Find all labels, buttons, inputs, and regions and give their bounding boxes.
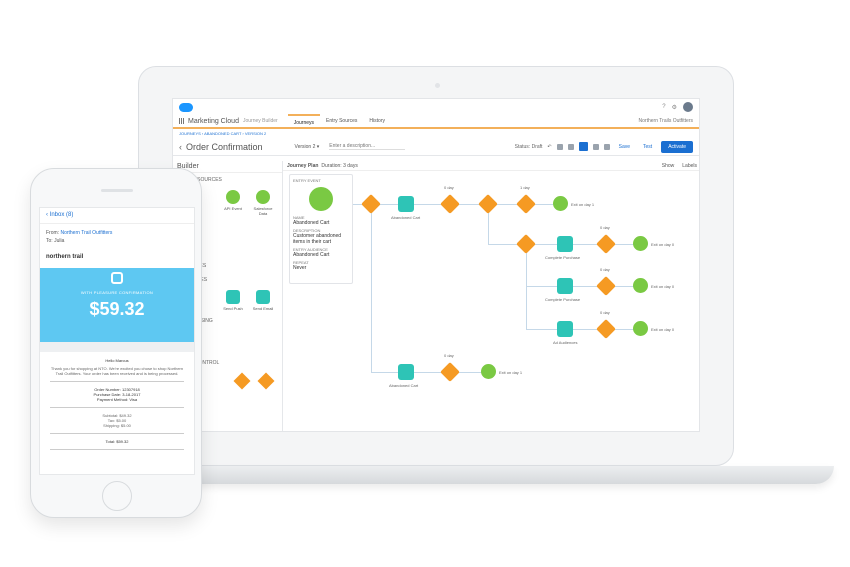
exit-node[interactable] xyxy=(633,278,648,293)
help-icon[interactable]: ? xyxy=(662,104,666,110)
activate-button[interactable]: Activate xyxy=(661,140,693,153)
entry-source-salesforce-data[interactable]: Salesforce Data xyxy=(252,190,274,216)
connector xyxy=(526,329,648,330)
breadcrumb[interactable]: JOURNEYS › ABANDONED CART › VERSION 2 xyxy=(179,131,267,136)
app-section[interactable]: Journey Builder xyxy=(242,118,278,124)
connector xyxy=(371,204,372,372)
settings-icon[interactable]: ⚙ xyxy=(671,104,677,111)
journey-toolbar: ‹ Order Confirmation Version 2 ▾ Status:… xyxy=(173,138,699,156)
wait-node[interactable] xyxy=(516,194,536,214)
connector xyxy=(526,286,648,287)
email-preview: ‹ Inbox (8) From: Northern Trail Outfitt… xyxy=(39,207,195,475)
entry-source-api-event[interactable]: API Event xyxy=(222,190,244,216)
activity-send-email[interactable]: Send Email xyxy=(252,290,274,311)
wait-node[interactable] xyxy=(440,362,460,382)
order-amount: $59.32 xyxy=(89,299,145,319)
connector xyxy=(488,204,489,244)
global-header: ? ⚙ xyxy=(173,99,699,115)
back-icon[interactable]: ‹ xyxy=(179,141,182,152)
version-dropdown[interactable]: Version 2 ▾ xyxy=(294,143,320,150)
salesforce-icon xyxy=(256,190,270,204)
save-button[interactable]: Save xyxy=(618,143,631,150)
goal-icon[interactable] xyxy=(592,143,599,150)
ad-audiences-node[interactable] xyxy=(557,321,573,337)
exit-node[interactable] xyxy=(553,196,568,211)
exit-node[interactable] xyxy=(633,236,648,251)
camera xyxy=(435,83,440,88)
app-name: Marketing Cloud xyxy=(188,117,239,125)
test-button[interactable]: Test xyxy=(643,143,653,150)
email-icon xyxy=(256,290,270,304)
status-label: Status: Draft xyxy=(514,143,543,150)
undo-icon[interactable]: ↶ xyxy=(547,143,552,150)
journey-builder-screen: ? ⚙ Marketing Cloud Journey Builder Jour… xyxy=(172,98,700,432)
tab-entry-sources[interactable]: Entry Sources xyxy=(326,118,358,124)
copy-icon[interactable] xyxy=(556,143,563,150)
tab-history[interactable]: History xyxy=(369,118,385,124)
tab-journeys[interactable]: Journeys xyxy=(287,114,321,128)
page-title: Order Confirmation xyxy=(186,141,263,152)
api-icon xyxy=(226,190,240,204)
zoom-control[interactable]: Show xyxy=(661,162,675,169)
home-button[interactable] xyxy=(102,481,132,511)
app-launcher-icon[interactable] xyxy=(179,118,185,124)
activity-send-push[interactable]: Send Push xyxy=(222,290,244,311)
email-node[interactable] xyxy=(398,196,414,212)
journey-canvas: Journey Plan Duration: 3 days Show Label… xyxy=(283,161,699,431)
labels-toggle[interactable]: Labels xyxy=(682,162,697,169)
decision-split-node[interactable] xyxy=(516,234,536,254)
path-node-1[interactable] xyxy=(557,236,573,252)
recipient: Julia xyxy=(54,238,65,244)
sender-link[interactable]: Northern Trail Outfitters xyxy=(60,230,113,236)
email-body: Hello Marcus Thank you for shopping at N… xyxy=(40,352,194,461)
engagement-split-node[interactable] xyxy=(478,194,498,214)
description-input[interactable] xyxy=(329,143,406,150)
wait-node[interactable] xyxy=(440,194,460,214)
wait-node[interactable] xyxy=(596,319,616,339)
phone-earpiece xyxy=(101,189,133,192)
decision-split-icon[interactable] xyxy=(233,372,251,390)
brand-logo: northern trail xyxy=(46,254,84,260)
canvas-duration: Duration: 3 days xyxy=(321,162,358,169)
avatar[interactable] xyxy=(683,102,693,112)
exit-node[interactable] xyxy=(633,321,648,336)
edit-icon[interactable] xyxy=(578,142,588,151)
inbox-back-link[interactable]: ‹ Inbox (8) xyxy=(40,208,194,224)
entry-sources-title: ENTRY SOURCES xyxy=(179,177,222,183)
receipt-icon xyxy=(111,272,123,284)
path-node-2[interactable] xyxy=(557,278,573,294)
builder-title: Builder xyxy=(173,161,282,173)
decision-node[interactable] xyxy=(361,194,381,214)
app-nav: Marketing Cloud Journey Builder Journeys… xyxy=(173,114,699,129)
email-node[interactable] xyxy=(398,364,414,380)
canvas-title: Journey Plan xyxy=(287,162,319,169)
connector xyxy=(371,372,491,373)
org-switcher[interactable]: Northern Trails Outfitters xyxy=(638,118,693,124)
laptop-base xyxy=(162,466,834,484)
wait-node[interactable] xyxy=(596,234,616,254)
push-icon xyxy=(226,290,240,304)
entry-event-card[interactable]: ENTRY EVENT NAME Abandoned Cart DESCRIPT… xyxy=(289,174,353,284)
salesforce-logo-icon xyxy=(179,102,193,112)
person-icon xyxy=(309,187,333,211)
exit-node[interactable] xyxy=(481,364,496,379)
random-split-icon[interactable] xyxy=(257,372,275,390)
phone: ‹ Inbox (8) From: Northern Trail Outfitt… xyxy=(30,168,202,518)
confirmation-banner: WITH PLEASURE CONFIRMATION $59.32 xyxy=(40,268,194,342)
wait-node[interactable] xyxy=(596,276,616,296)
settings-icon[interactable] xyxy=(603,143,610,150)
delete-icon[interactable] xyxy=(567,143,574,150)
